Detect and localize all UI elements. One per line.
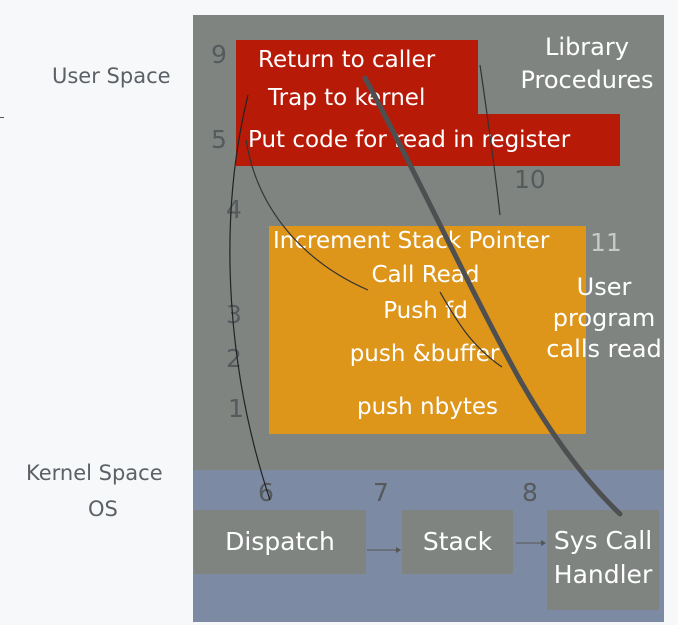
step-number-7: 7: [373, 478, 389, 507]
dispatch-box: Dispatch: [194, 510, 366, 574]
step-number-1: 1: [228, 394, 244, 423]
user-program-calls-read-label: User program calls read: [540, 272, 668, 365]
step-number-4: 4: [226, 195, 242, 224]
stack-box: Stack: [402, 510, 513, 574]
library-label-line1: Library: [545, 33, 629, 61]
library-procedures-label: Library Procedures: [507, 32, 667, 95]
connector-return-curve: [229, 94, 271, 501]
increment-stack-pointer-text: Increment Stack Pointer: [273, 228, 550, 254]
step-number-10: 10: [514, 165, 546, 194]
step-number-5: 5: [211, 125, 227, 154]
handler-text: Handler: [553, 560, 653, 589]
sys-call-handler-box: Sys Call Handler: [547, 510, 659, 610]
dispatch-text: Dispatch: [225, 527, 335, 556]
dispatch-to-stack-arrowhead: [396, 547, 401, 553]
margin-tick: [0, 117, 4, 118]
connector-push-curve: [439, 291, 503, 368]
step-number-11: 11: [590, 228, 622, 257]
sys-call-text: Sys Call: [553, 526, 653, 555]
put-code-for-read-text: Put code for read in register: [248, 127, 571, 153]
stack-text: Stack: [422, 527, 493, 556]
user-program-line2: program: [552, 304, 656, 332]
step-number-9: 9: [211, 40, 227, 69]
step-number-3: 3: [226, 300, 242, 329]
push-fd-text: Push fd: [383, 298, 468, 324]
stack-to-handler-arrowhead: [541, 540, 546, 546]
os-label: OS: [88, 497, 118, 521]
library-procedure-box: Return to caller Trap to kernel: [236, 40, 478, 114]
user-space-label: User Space: [52, 64, 171, 88]
step-number-8: 8: [522, 478, 538, 507]
return-to-caller-text: Return to caller: [258, 47, 436, 73]
push-buffer-text: push &buffer: [349, 341, 500, 367]
push-nbytes-text: push nbytes: [357, 394, 498, 420]
trap-return-arrow: [362, 75, 623, 517]
library-label-line2: Procedures: [520, 66, 654, 94]
kernel-space-label: Kernel Space: [26, 461, 163, 485]
connector-library-curve: [479, 64, 501, 216]
connector-call-curve: [245, 139, 369, 291]
user-program-line3: calls read: [546, 335, 662, 363]
put-code-register-box: Put code for read in register: [236, 114, 620, 166]
user-program-line1: User: [576, 273, 632, 301]
trap-to-kernel-text: Trap to kernel: [268, 85, 426, 111]
